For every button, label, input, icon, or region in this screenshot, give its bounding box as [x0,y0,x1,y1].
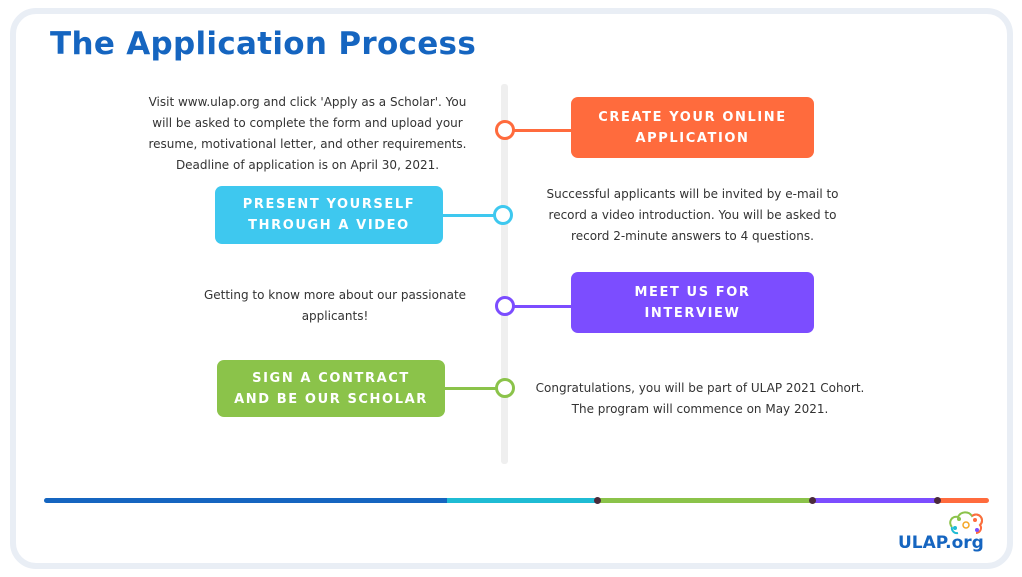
bar-segment-cyan [447,498,599,503]
step-4-marker [495,378,515,398]
step-label: APPLICATION [635,130,750,146]
step-2-connector [443,214,495,217]
desc-line: Successful applicants will be invited by… [546,187,839,201]
bar-segment-purple [812,498,939,503]
bar-junction-dot [934,497,941,504]
desc-line: resume, motivational letter, and other r… [148,137,467,151]
step-3-connector [514,305,572,308]
desc-line: Getting to know more about our passionat… [203,288,467,302]
step-1-connector [514,129,572,132]
timeline-line [501,84,508,464]
step-3-marker [495,296,515,316]
desc-line: Deadline of application is on April 30, … [175,158,440,172]
step-label: MEET US FOR [634,284,751,300]
desc-line: Visit www.ulap.org and click 'Apply as a… [148,95,467,109]
desc-line: applicants! [301,309,369,323]
bar-junction-dot [809,497,816,504]
bar-junction-dot [594,497,601,504]
desc-line: record 2-minute answers to 4 questions. [571,229,814,243]
step-label: INTERVIEW [644,305,741,321]
step-2-description: Successful applicants will be invited by… [525,184,860,247]
step-4-box: SIGN A CONTRACT AND BE OUR SCHOLAR [217,360,445,417]
desc-line: The program will commence on May 2021. [571,402,829,416]
step-4-connector [445,387,497,390]
desc-line: will be asked to complete the form and u… [152,116,463,130]
step-4-description: Congratulations, you will be part of ULA… [515,378,885,420]
step-2-marker [493,205,513,225]
step-2-box: PRESENT YOURSELF THROUGH A VIDEO [215,186,443,244]
desc-line: record a video introduction. You will be… [548,208,837,222]
desc-line: Congratulations, you will be part of ULA… [535,381,865,395]
bar-segment-blue [44,498,449,503]
step-1-marker [495,120,515,140]
slide-frame [10,8,1013,569]
step-3-description: Getting to know more about our passionat… [185,285,485,327]
step-label: AND BE OUR SCHOLAR [234,391,428,407]
ulap-logo-icon [949,511,983,535]
step-1-box: CREATE YOUR ONLINE APPLICATION [571,97,814,158]
step-label: CREATE YOUR ONLINE [598,109,787,125]
step-1-description: Visit www.ulap.org and click 'Apply as a… [140,92,475,176]
step-label: SIGN A CONTRACT [252,370,410,386]
step-3-box: MEET US FOR INTERVIEW [571,272,814,333]
ulap-logo-text[interactable]: ULAP.org [898,533,984,553]
step-label: THROUGH A VIDEO [248,218,410,233]
page-title: The Application Process [50,26,477,62]
bar-segment-green [597,498,814,503]
bar-segment-orange [937,498,989,503]
step-label: PRESENT YOURSELF [242,197,416,212]
